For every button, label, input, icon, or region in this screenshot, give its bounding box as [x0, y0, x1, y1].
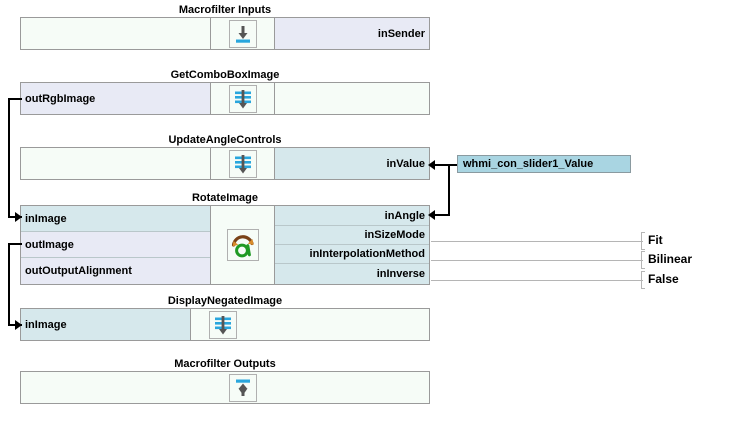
port-outRgbImage[interactable]: outRgbImage — [21, 83, 210, 114]
constant-in-size-mode[interactable]: Fit — [648, 233, 663, 247]
right-port-column: inAngle inSizeMode inInterpolationMethod… — [274, 206, 429, 284]
port-rotate-outOutputAlignment[interactable]: outOutputAlignment — [21, 258, 210, 284]
empty-column — [274, 372, 429, 403]
output-column: outRgbImage — [21, 83, 211, 114]
variable-whmi-con-slider1-value[interactable]: whmi_con_slider1_Value — [457, 155, 631, 173]
wire-slider-branch-vertical — [448, 164, 450, 216]
empty-column — [274, 83, 429, 114]
output-column: inSender — [274, 18, 429, 49]
block-macrofilter-inputs[interactable]: Macrofilter Inputs inSender — [20, 4, 430, 50]
bracket-inSizeMode — [641, 232, 645, 250]
port-rotate-inImage[interactable]: inImage — [21, 206, 210, 232]
bracket-inInterpolationMethod — [641, 251, 645, 269]
block-body-macrofilter-inputs[interactable]: inSender — [20, 17, 430, 50]
wire-slider-to-inAngle — [435, 214, 450, 216]
icon-column — [191, 309, 254, 340]
icon-column — [211, 18, 274, 49]
filter-stack-arrow-icon — [228, 149, 257, 178]
block-body-update-angle-controls[interactable]: inValue — [20, 147, 430, 180]
icon-column — [211, 83, 274, 114]
arrow-into-inValue — [428, 160, 435, 170]
block-display-negated-image[interactable]: DisplayNegatedImage inImage — [20, 295, 430, 341]
icon-column — [211, 372, 274, 403]
wire-outRgbImage-horizontal-stub — [8, 98, 22, 100]
empty-column — [21, 148, 211, 179]
port-inInverse[interactable]: inInverse — [275, 264, 429, 284]
empty-port-slot — [21, 372, 211, 403]
download-arrow-bar-icon — [228, 19, 257, 48]
port-inInterpolationMethod[interactable]: inInterpolationMethod — [275, 245, 429, 264]
block-title-get-combo-box-image: GetComboBoxImage — [170, 69, 280, 81]
block-title-display-negated-image: DisplayNegatedImage — [167, 295, 283, 307]
constant-in-inverse[interactable]: False — [648, 272, 679, 286]
empty-port-slot — [21, 148, 210, 179]
port-inValue[interactable]: inValue — [275, 148, 429, 179]
block-title-macrofilter-inputs: Macrofilter Inputs — [178, 4, 272, 16]
port-inAngle[interactable]: inAngle — [275, 206, 429, 226]
block-body-get-combo-box-image[interactable]: outRgbImage — [20, 82, 430, 115]
bracket-inInverse — [641, 271, 645, 289]
wire-slider-to-inValue — [435, 164, 457, 166]
arrow-into-inAngle — [428, 210, 435, 220]
icon-column — [211, 148, 274, 179]
rotate-image-icon — [226, 229, 259, 261]
empty-port-slot — [21, 18, 210, 49]
port-rotate-outImage[interactable]: outImage — [21, 232, 210, 258]
left-port-column: inImage outImage outOutputAlignment — [21, 206, 211, 284]
block-body-display-negated-image[interactable]: inImage — [20, 308, 430, 341]
input-column: inImage — [21, 309, 191, 340]
port-inSizeMode[interactable]: inSizeMode — [275, 226, 429, 245]
block-body-macrofilter-outputs[interactable] — [20, 371, 430, 404]
upload-arrow-bar-icon — [228, 373, 257, 402]
wire-outImage-horizontal-stub — [8, 243, 22, 245]
filter-stack-arrow-icon — [208, 310, 237, 339]
block-macrofilter-outputs[interactable]: Macrofilter Outputs — [20, 358, 430, 404]
empty-port-slot — [254, 309, 429, 340]
block-title-rotate-image: RotateImage — [191, 192, 259, 204]
block-update-angle-controls[interactable]: UpdateAngleControls inValue — [20, 134, 430, 180]
icon-column — [211, 206, 274, 284]
empty-port-slot — [275, 83, 429, 114]
input-column: inValue — [274, 148, 429, 179]
empty-column — [254, 309, 429, 340]
block-title-macrofilter-outputs: Macrofilter Outputs — [174, 358, 276, 370]
input-column — [21, 18, 211, 49]
port-display-inImage[interactable]: inImage — [21, 309, 190, 340]
block-body-rotate-image[interactable]: inImage outImage outOutputAlignment inAn… — [20, 205, 430, 285]
constant-in-interpolation-method[interactable]: Bilinear — [648, 252, 693, 266]
port-inSender[interactable]: inSender — [275, 18, 429, 49]
wire-outImage-vertical — [8, 243, 10, 326]
wire-inInterpolationMethod-constant — [431, 260, 643, 261]
empty-port-slot — [274, 372, 429, 403]
block-get-combo-box-image[interactable]: GetComboBoxImage outRgbImage — [20, 69, 430, 115]
block-title-update-angle-controls: UpdateAngleControls — [168, 134, 282, 146]
wire-inInverse-constant — [431, 280, 643, 281]
arrow-into-display-inImage — [15, 320, 22, 330]
wire-inSizeMode-constant — [431, 241, 643, 242]
empty-column — [21, 372, 211, 403]
block-rotate-image[interactable]: RotateImage inImage outImage outOutputAl… — [20, 192, 430, 292]
wire-outRgbImage-vertical — [8, 98, 10, 218]
filter-stack-arrow-icon — [228, 84, 257, 113]
arrow-into-rotate-inImage — [15, 212, 22, 222]
